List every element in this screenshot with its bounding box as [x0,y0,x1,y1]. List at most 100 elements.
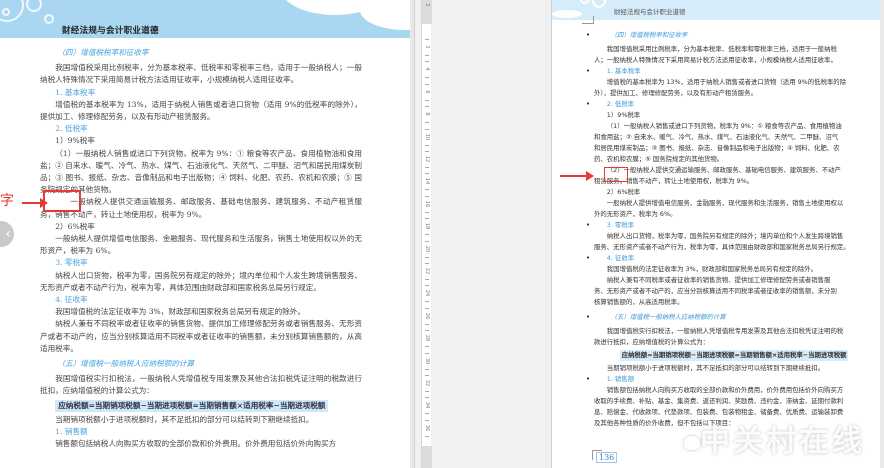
subheading: •1. 销售额 [586,374,884,385]
subheading: • 2. 低税率 [586,99,884,110]
paragraph-mark-icon: • [586,31,591,39]
ruler-tick [425,346,429,348]
ruler-tick [425,211,429,213]
subheading-text: 1. 基本税率 [606,67,641,75]
ruler-label: 36 [424,424,430,431]
ruler-tick [425,285,429,287]
paragraph-line: 纳税人出口货物，税率为零，国务院另有规定的除外；境内单位和个人发生跨境销售 [606,232,844,240]
ruler-tick [425,301,429,303]
left-page-body: （四）增值税税率和征收率 我国增值税采用比例税率，分为基本税率、低税率和零税率三… [40,46,362,451]
section-heading: （四）增值税税率和征收率 [57,48,149,57]
right-page-body[interactable]: •（四）增值税税率和征收率 我国增值税采用比例税率，分为基本税率、低税率和零税率… [586,28,884,429]
subheading-text: 4. 征收率 [606,254,635,262]
ruler-tick [425,55,429,56]
formula-highlight: 应纳税额=当期销项税额−当期进项税额=当期销售额×适用税率−当期进项税额 [619,350,849,361]
ruler-tick [425,352,429,354]
paragraph: 我国增值税采用比例税率，分为基本税率、低税率和零税率三档，适用于一般纳税人；一般… [40,63,362,85]
right-scrollbar[interactable] [880,0,884,468]
paragraph: 我国增值税实行扣税法，一般纳税人凭增值税专用发票及其他合法扣税凭证注明的税款进行… [40,374,362,396]
paragraph-line: 我国增值税的法定征收率为 3%，财政部和国家税务总局另有规定的除外。 [606,265,818,273]
margin-corner-mark [582,16,594,24]
paragraph: 纳税人出口货物，税率为零，国务院另有规定的除外；境内单位和个人发生跨境销售服务、… [40,270,362,292]
left-scrollbar[interactable] [410,0,414,468]
annotation-arrow [22,202,44,204]
list-marker: （2） [606,166,624,174]
ruler-label: 12 [424,155,430,163]
paragraph-line: 增值税的基本税率为 13%，适用于纳税人销售或者进口货物（适用 9%的低税率的除 [606,78,847,86]
ruler-label: 14 [424,178,430,185]
ruler-tick [425,375,429,376]
decorative-wave [552,10,582,18]
section-heading-text: （四）增值税税率和征收率 [610,31,688,39]
paragraph-line: 和居民用煤炭制品；③ 图书、报纸、杂志、音像制品和电子出版物；④ 饲料、化肥、农 [594,144,840,152]
paragraph-mark-icon: • [586,221,591,229]
ruler-label: 10 [424,133,430,140]
paragraph: 销售额包括纳税人向购买方收取的全部价款和价外费用。价外费用包括价外向购买方 [55,439,337,449]
paragraph-line: （2）一般纳税人提供交通运输服务、邮政服务、基础电信服务、建筑服务、不动产 [594,165,884,176]
subheading: 2. 低税率 [55,124,88,134]
paragraph: 增值税的基本税率为 13%，适用于纳税人销售或者进口货物（适用 9%的低税率的除… [40,99,362,122]
ruler-tick [425,167,429,168]
subheading-text: 1. 销售额 [606,375,635,383]
chevron-left-icon: ‹ [5,226,11,242]
ruler-label: 8 [424,112,430,116]
paragraph-line: 服务、无形资产或者不动产行为，税率为零，具体范围由财政部和国家税务总局另行规定。 [594,243,850,251]
paragraph-text: 一般纳税人提供交通运输服务、邮政服务、基础电信服务、建筑服务、不动产 [623,166,841,174]
paragraph-mark-icon: • [586,254,591,262]
subheading-text: 2. 低税率 [606,100,635,108]
paragraph-line: 我国增值税实行扣税法，一般纳税人凭增值税专用发票及其他合法扣税凭证注明的税 [606,327,844,335]
back-button[interactable]: ‹ [0,221,14,247]
decorative-bubble [2,8,10,16]
decorative-bubble [592,0,606,8]
paragraph-line: 外），提供加工、修理修配劳务，以及有形动产租赁服务。 [594,89,757,97]
ruler-tick [425,279,429,280]
ruler-tick [425,106,429,108]
ruler-tick [425,151,429,152]
ruler-tick [425,83,429,85]
paragraph-line: 当期销项税额小于进项税额时，其不足抵扣的部分可以结转到下期继续抵扣。 [606,364,825,372]
ruler-label: 26 [424,312,430,319]
paragraph-mark-icon: • [586,100,591,108]
paragraph-line: 务、无形资产或者不动产的，应当分别核算适用不同税率或者征收率的销售额，未分别 [594,287,837,295]
paragraph-line: 人；一般纳税人特殊情况下采用简易计税方法适用征收率，小规模纳税人适用征收率。 [594,56,837,64]
page-number: 136 [596,452,618,463]
paragraph-line: 和食用盐；② 自来水、暖气、冷气、热水、煤气、石油液化气、天然气、二甲醚、沼气 [594,133,839,141]
paragraph-line: 收取的手续费、补贴、基金、集资费、返还利润、奖励费、违约金、滞纳金、延期付款利 [594,397,844,405]
decorative-wave [360,0,414,30]
ruler-tick [425,144,429,146]
ruler-tick [425,77,429,79]
ruler-tick [425,419,429,421]
ruler-label: 20 [424,245,430,252]
ruler-tick [425,307,429,309]
watermark-logo-icon [684,436,700,450]
subheading-text: 3. 零税率 [606,221,635,229]
ruler-tick [425,263,429,264]
ruler-tick [425,189,429,191]
paragraph: 纳税人兼有不同税率或者征收率的销售货物、提供加工修理修配劳务或者销售服务、无形资… [40,319,362,353]
ruler-label: 34 [424,402,430,409]
subheading: • 3. 零税率 [586,220,884,231]
ruler-tick [425,173,429,175]
decorative-bubble [44,14,54,24]
formula-highlight: 应纳税额=当期销项税额−当期进项税额=当期销售额×适用税率−当期进项税额 [55,399,329,412]
ruler-tick [425,99,429,101]
sub-subheading: 1）9%税率 [606,111,641,119]
paragraph-line: 及其他各种性质的价外收费，但不包括以下项目： [594,419,735,427]
paragraph: （1）一般纳税人销售或进口下列货物，税率为 9%：① 粮食等农产品、食用植物油和… [40,148,362,195]
paragraph-line: （1）一般纳税人销售或进口下列货物，税率为 9%：① 粮食等农产品、食用植物油 [606,122,842,130]
ruler-label: 24 [424,290,430,297]
paragraph-line: 息、赔偿金、代收款项、代垫款项、包装费、包装物租金、储备费、优质费、运输装卸费 [594,408,844,416]
subheading: 3. 零税率 [55,258,88,268]
paragraph-line: 药、农机和农膜；⑤ 国务院规定的其他货物。 [594,155,724,163]
sub-subheading: 1）9%税率 [55,136,95,146]
ruler-tick [425,368,429,370]
subheading: 4. 征收率 [55,295,88,305]
ruler-label: 2 [424,45,430,49]
decorative-bubble [26,0,42,12]
annotation-label: 字 [0,193,14,209]
ruler-label: 32 [424,379,430,387]
ruler-tick [425,218,429,220]
ruler-label: 2 [424,3,430,7]
ruler-tick [425,240,429,242]
